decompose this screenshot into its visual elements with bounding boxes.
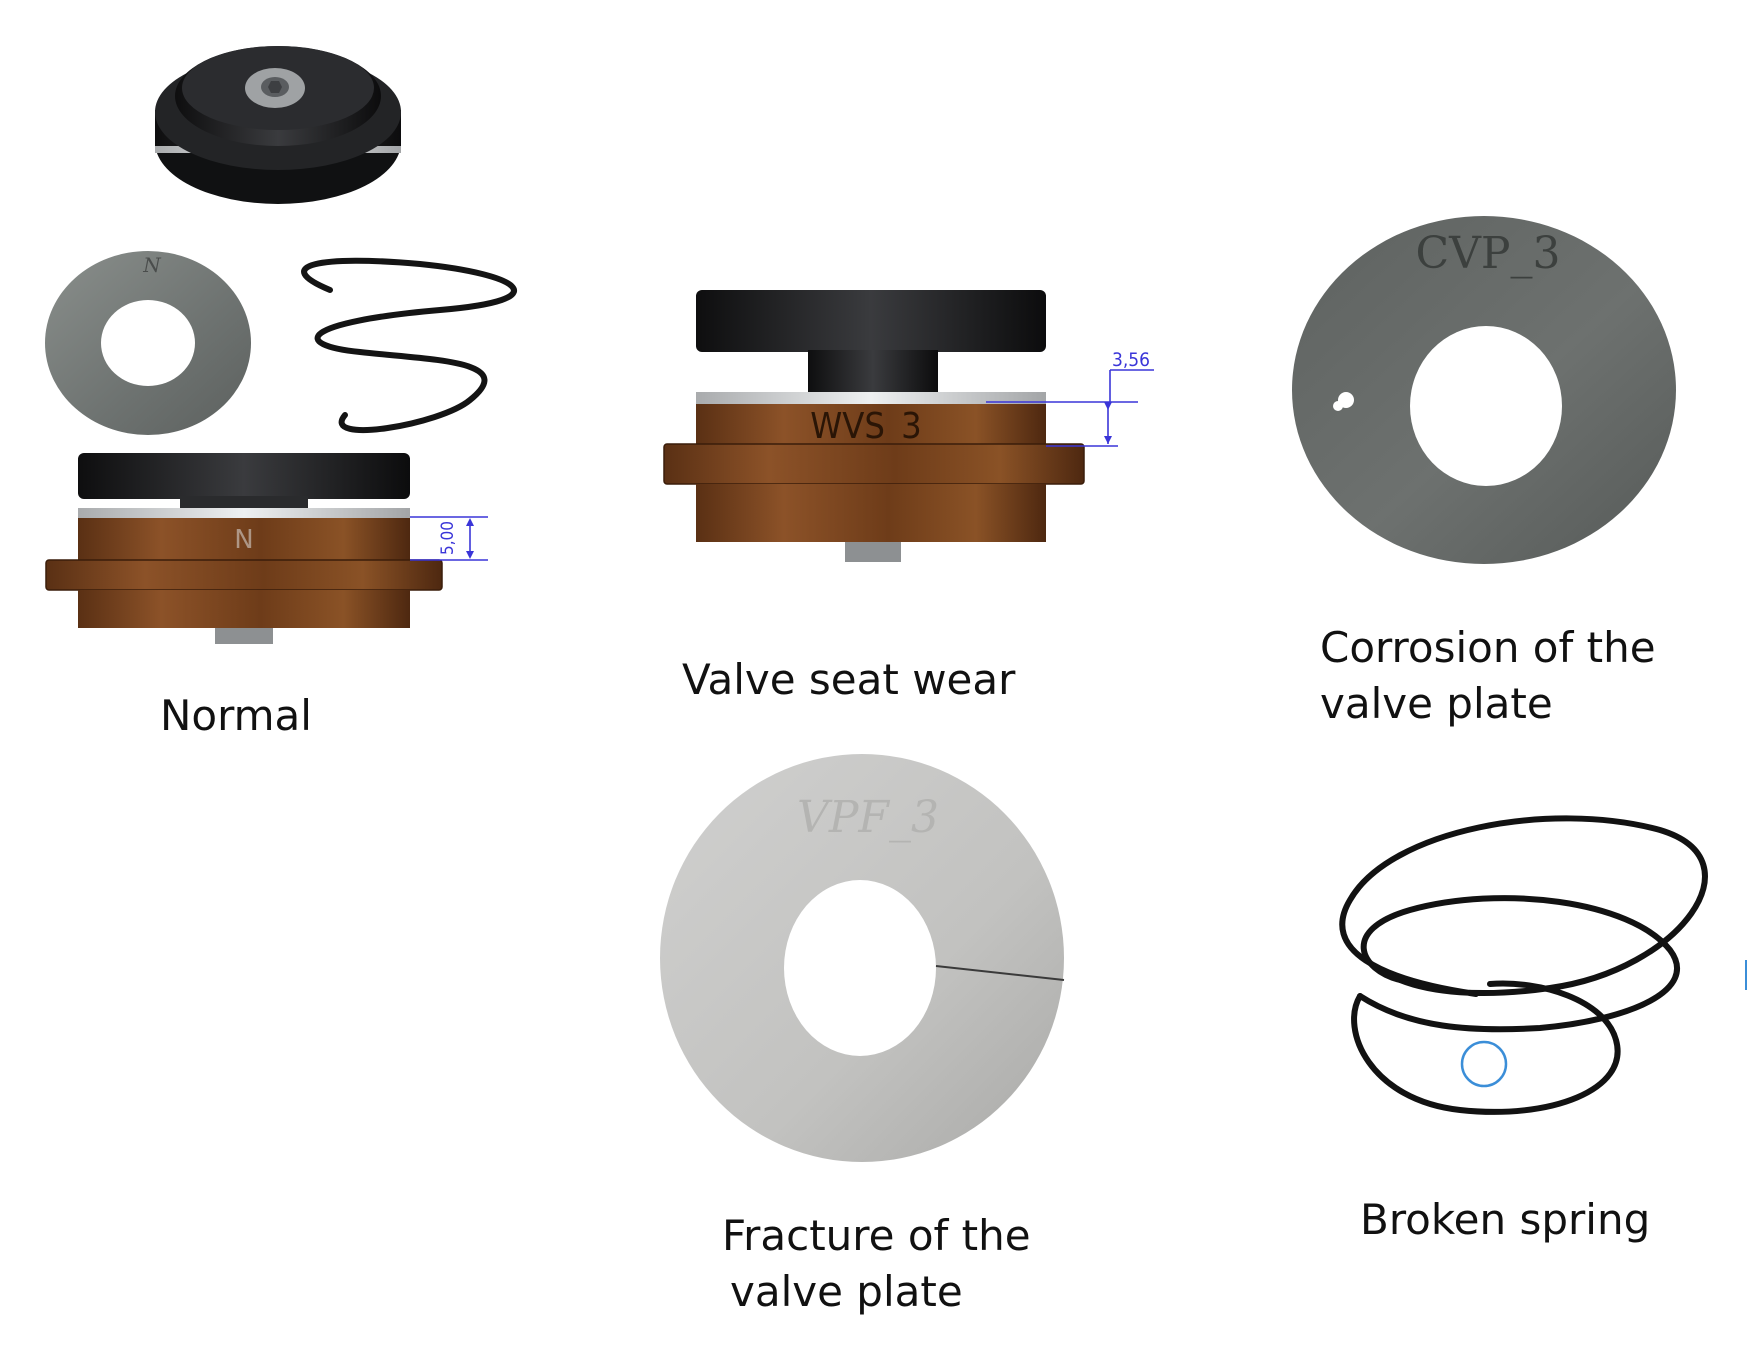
valve-plate-fractured: VPF_3 bbox=[660, 754, 1065, 1162]
panel-normal: N N 5,00 Normal bbox=[0, 0, 580, 780]
panel-valve-seat-wear: WVS_3 3,56 Valve seat wear bbox=[640, 260, 1180, 730]
dimension-wear bbox=[986, 369, 1154, 447]
panel-broken-spring: Broken spring bbox=[1300, 770, 1748, 1270]
plate-mark-n: N bbox=[142, 253, 162, 277]
caption-valve-seat-wear: Valve seat wear bbox=[682, 655, 1016, 704]
valve-assembly-normal: N 5,00 bbox=[45, 453, 488, 644]
body-mark-wear: WVS_3 bbox=[810, 406, 922, 447]
body-mark-n: N bbox=[234, 525, 253, 555]
caption-corrosion-line2: valve plate bbox=[1320, 679, 1553, 728]
valve-plate-corroded: CVP_3 bbox=[1292, 216, 1676, 564]
valve-plate-normal: N bbox=[45, 251, 251, 435]
valve-assembly-wear: WVS_3 3,56 bbox=[663, 290, 1154, 562]
normal-figure: N N 5,00 bbox=[45, 46, 517, 644]
fracture-crack bbox=[935, 965, 1065, 981]
fracture-figure: VPF_3 bbox=[660, 754, 1065, 1162]
dimension-normal bbox=[410, 516, 488, 561]
corrosion-figure: CVP_3 bbox=[1292, 216, 1676, 564]
panel-fracture: VPF_3 Fracture of the valve plate bbox=[640, 740, 1140, 1340]
plate-mark-corrosion: CVP_3 bbox=[1415, 228, 1560, 279]
valve-cap bbox=[155, 46, 401, 204]
dimension-label-normal: 5,00 bbox=[438, 521, 458, 555]
plate-mark-fracture: VPF_3 bbox=[797, 792, 939, 843]
broken-spring-figure bbox=[1339, 815, 1747, 1115]
spring-normal bbox=[301, 257, 517, 433]
caption-fracture-line1: Fracture of the bbox=[722, 1211, 1031, 1260]
caption-broken-spring: Broken spring bbox=[1360, 1195, 1651, 1244]
dimension-label-wear: 3,56 bbox=[1112, 349, 1150, 371]
caption-normal: Normal bbox=[160, 691, 312, 740]
caption-fracture-line2: valve plate bbox=[730, 1267, 963, 1316]
break-marker-circle bbox=[1460, 1040, 1508, 1088]
caption-corrosion-line1: Corrosion of the bbox=[1320, 623, 1656, 672]
valve-seat-wear-figure: WVS_3 3,56 bbox=[663, 290, 1154, 562]
panel-corrosion: CVP_3 Corrosion of the valve plate bbox=[1280, 200, 1748, 760]
spring-broken bbox=[1339, 815, 1708, 1115]
